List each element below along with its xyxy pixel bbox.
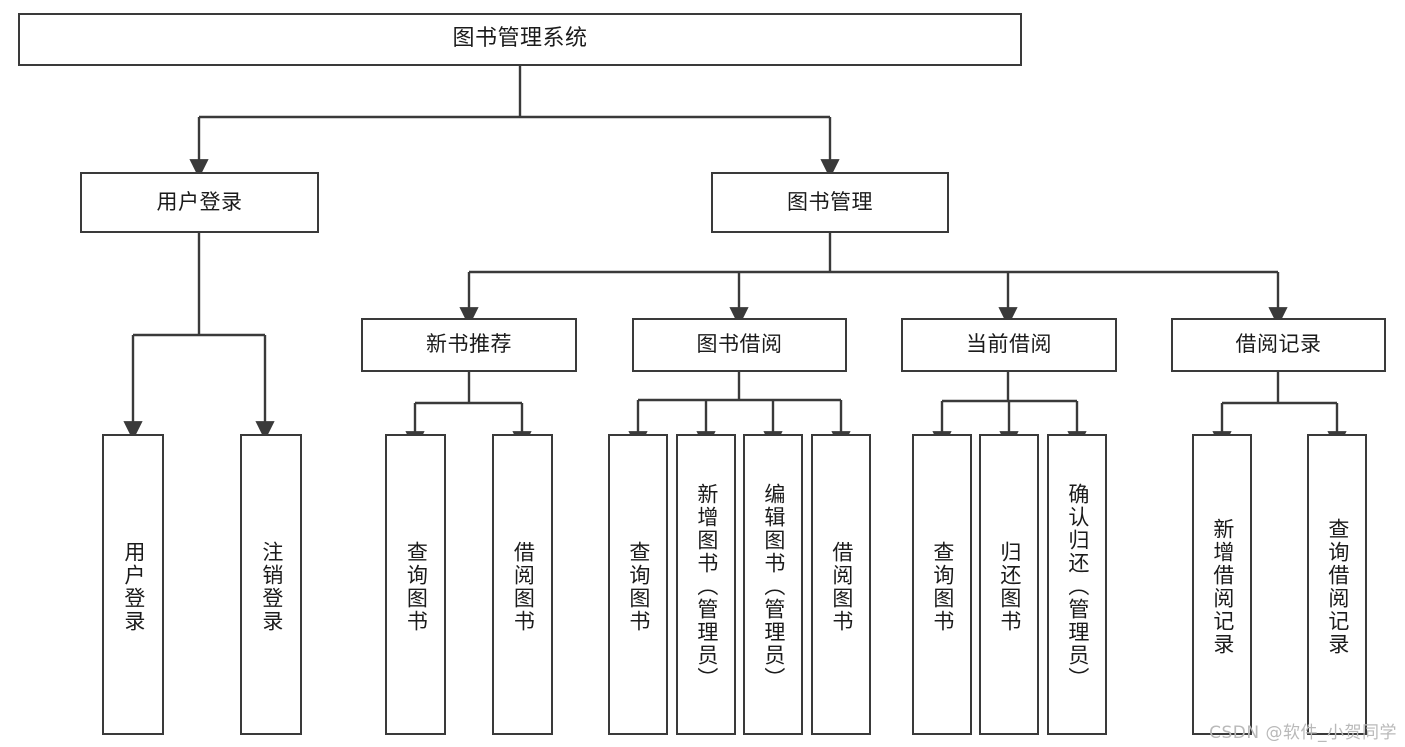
node-leaf-cur-return-label: 归还图书	[997, 540, 1022, 633]
node-new-book-rec[interactable]: 新书推荐	[361, 318, 577, 372]
node-current-borrow-label: 当前借阅	[966, 332, 1052, 357]
node-current-borrow[interactable]: 当前借阅	[901, 318, 1117, 372]
node-leaf-user-logout-label: 注销登录	[259, 540, 284, 633]
node-leaf-rec-search[interactable]: 查询借阅记录	[1307, 434, 1367, 735]
node-leaf-cur-confirm-label: 确认归还（管理员）	[1065, 483, 1090, 690]
node-borrow-record-label: 借阅记录	[1235, 332, 1322, 357]
node-leaf-cur-return[interactable]: 归还图书	[979, 434, 1039, 735]
node-leaf-borrow-add-label: 新增图书（管理员）	[694, 483, 719, 690]
node-user-login-label: 用户登录	[156, 189, 243, 214]
node-leaf-borrow-add[interactable]: 新增图书（管理员）	[676, 434, 736, 735]
node-leaf-rec-borrow-label: 借阅图书	[511, 540, 536, 633]
node-leaf-borrow-lend-label: 借阅图书	[829, 540, 854, 633]
node-leaf-borrow-query[interactable]: 查询图书	[608, 434, 668, 735]
node-book-borrow[interactable]: 图书借阅	[632, 318, 847, 372]
node-new-book-rec-label: 新书推荐	[426, 332, 512, 357]
node-root-label: 图书管理系统	[452, 26, 588, 52]
node-root[interactable]: 图书管理系统	[18, 13, 1022, 66]
node-leaf-user-login[interactable]: 用户登录	[102, 434, 164, 735]
node-leaf-borrow-edit-label: 编辑图书（管理员）	[761, 483, 786, 690]
node-leaf-borrow-lend[interactable]: 借阅图书	[811, 434, 871, 735]
node-leaf-cur-confirm[interactable]: 确认归还（管理员）	[1047, 434, 1107, 735]
node-leaf-cur-query[interactable]: 查询图书	[912, 434, 972, 735]
node-leaf-borrow-query-label: 查询图书	[626, 540, 651, 633]
node-borrow-record[interactable]: 借阅记录	[1171, 318, 1386, 372]
node-book-manage-label: 图书管理	[787, 189, 873, 214]
node-leaf-rec-add-label: 新增借阅记录	[1210, 517, 1235, 656]
node-leaf-user-logout[interactable]: 注销登录	[240, 434, 302, 735]
node-user-login[interactable]: 用户登录	[80, 172, 319, 233]
watermark-text: CSDN @软件_小贺同学	[1209, 723, 1397, 743]
node-leaf-rec-borrow[interactable]: 借阅图书	[492, 434, 553, 735]
node-leaf-user-login-label: 用户登录	[121, 540, 146, 633]
node-leaf-cur-query-label: 查询图书	[930, 540, 955, 633]
node-leaf-rec-add[interactable]: 新增借阅记录	[1192, 434, 1252, 735]
node-leaf-rec-query[interactable]: 查询图书	[385, 434, 446, 735]
node-book-borrow-label: 图书借阅	[696, 332, 783, 357]
node-book-manage[interactable]: 图书管理	[711, 172, 949, 233]
node-leaf-rec-query-label: 查询图书	[404, 540, 429, 633]
node-leaf-rec-search-label: 查询借阅记录	[1325, 517, 1350, 656]
node-leaf-borrow-edit[interactable]: 编辑图书（管理员）	[743, 434, 803, 735]
